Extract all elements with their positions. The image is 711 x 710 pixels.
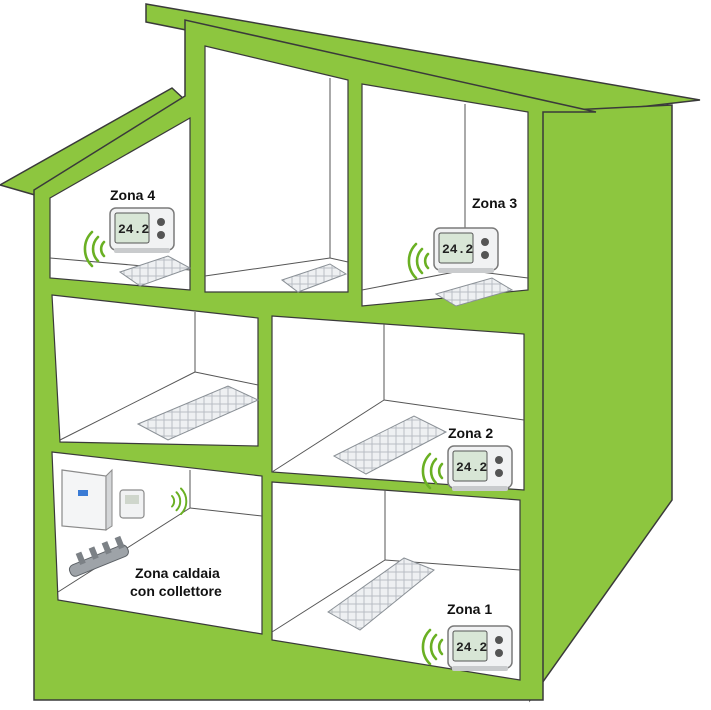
zone-label-4: Zona 4	[110, 187, 155, 203]
underfloor-heating-panel-icon	[332, 415, 448, 475]
underfloor-heating-panel-icon	[434, 277, 514, 307]
thermostat-icon: 24.2	[447, 445, 513, 492]
thermostat-display: 24.2	[442, 242, 473, 257]
zone-label-caldaia-line1: Zona caldaia	[135, 565, 220, 581]
manifold-icon	[68, 535, 129, 577]
thermostat-display: 24.2	[118, 222, 149, 237]
thermostat-display: 24.2	[456, 640, 487, 655]
thermostat-icon: 24.2	[109, 207, 175, 254]
thermostat-display: 24.2	[456, 460, 487, 475]
zone-label-caldaia-line2: con collettore	[130, 583, 222, 599]
underfloor-heating-panel-icon	[118, 255, 192, 287]
zone-label-2: Zona 2	[448, 425, 493, 441]
zone-label-1: Zona 1	[447, 601, 492, 617]
thermostat-icon: 24.2	[447, 625, 513, 672]
zone-label-3: Zona 3	[472, 195, 517, 211]
room-top-middle	[204, 45, 349, 293]
underfloor-heating-panel-icon	[136, 385, 260, 441]
thermostat-icon: 24.2	[433, 227, 499, 274]
boiler-icon	[61, 468, 113, 531]
receiver-icon	[119, 489, 145, 519]
side-wall	[529, 104, 673, 703]
underfloor-heating-panel-icon	[280, 263, 348, 293]
underfloor-heating-panel-icon	[327, 557, 435, 631]
